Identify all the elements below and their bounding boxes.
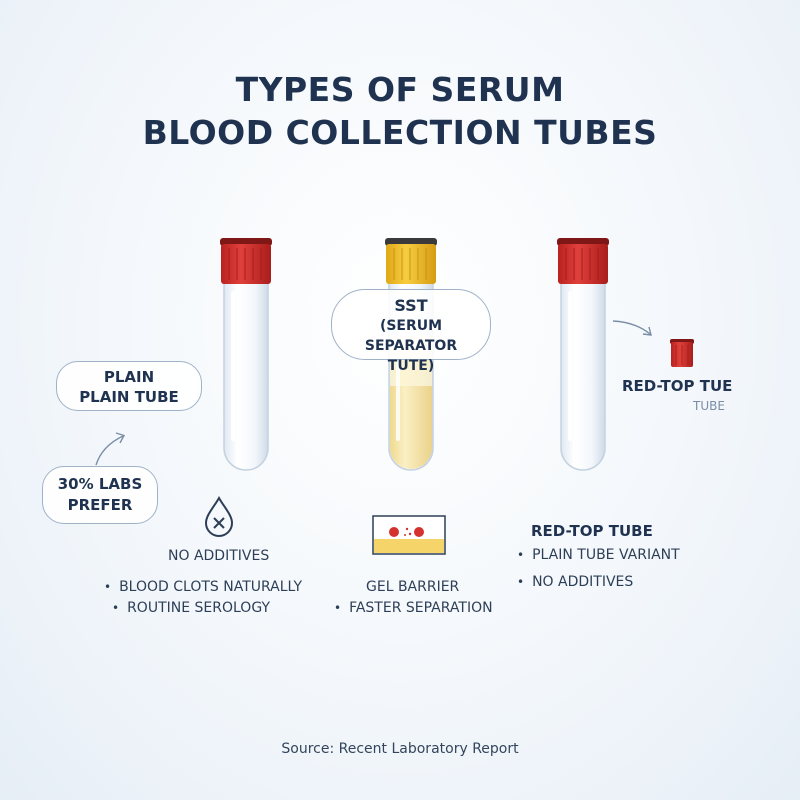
sst-heading: GEL BARRIER [366,579,460,595]
sst-callout-line-2: (SERUM SEPARATOR [364,318,458,354]
plain-tube-illustration [218,236,274,478]
arrow-icon [612,320,652,336]
labs-prefer-line-2: PREFER [67,496,133,514]
sst-callout-line-1: SST [394,296,428,315]
sst-callout-line-3: TUTE) [387,358,435,374]
no-additive-drop-icon [204,495,234,537]
red-top-tube-illustration [555,236,611,478]
plain-heading: NO ADDITIVES [168,548,270,564]
labs-prefer-callout: 30% LABS PREFER [42,466,158,524]
page-title-line-1: TYPES OF SERUM [235,70,565,109]
plain-callout-line-1: PLAIN [103,368,155,386]
red-top-heading: RED-TOP TUBE [531,522,653,540]
plain-callout-line-2: PLAIN TUBE [79,388,179,406]
labs-prefer-line-1: 30% LABS [57,475,143,493]
red-top-callout-title: RED-TOP TUE [622,377,733,395]
sst-bullet-1: FASTER SEPARATION [334,600,493,616]
curved-arrow-icon [95,432,126,466]
gel-barrier-icon [372,515,446,555]
sst-callout: SST (SERUM SEPARATOR TUTE) [331,289,491,374]
page-title-line-2: BLOOD COLLECTION TUBES [142,113,658,152]
plain-tube-callout: PLAIN PLAIN TUBE [56,361,202,411]
plain-bullet-1: BLOOD CLOTS NATURALLY [104,579,302,595]
red-top-callout-subtitle: TUBE [693,399,725,413]
source-note: Source: Recent Laboratory Report [281,741,519,757]
red-top-bullet-2: NO ADDITIVES [517,574,633,590]
plain-bullet-2: ROUTINE SEROLOGY [112,600,270,616]
red-top-bullet-1: PLAIN TUBE VARIANT [517,547,680,563]
red-cap-icon [670,339,694,367]
